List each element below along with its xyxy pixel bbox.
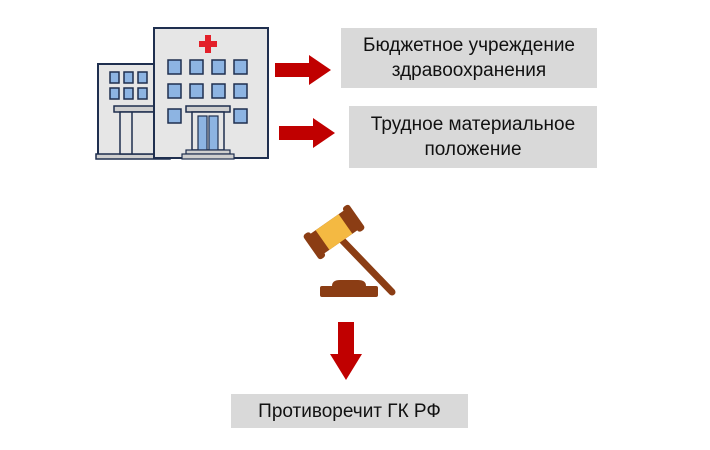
arrow-down-icon [330, 322, 362, 380]
gavel-icon [303, 204, 396, 297]
arrow-right-icon [275, 55, 331, 85]
institution-label: Бюджетное учреждение здравоохранения [363, 35, 575, 81]
hardship-label-box: Трудное материальное положение [349, 106, 597, 168]
institution-label-box: Бюджетное учреждение здравоохранения [341, 28, 597, 88]
hospital-icon [95, 27, 269, 160]
hardship-label: Трудное материальное положение [370, 114, 576, 160]
conclusion-label: Противоречит ГК РФ [258, 400, 441, 422]
arrow-right-icon [279, 118, 335, 148]
conclusion-label-box: Противоречит ГК РФ [231, 394, 468, 428]
